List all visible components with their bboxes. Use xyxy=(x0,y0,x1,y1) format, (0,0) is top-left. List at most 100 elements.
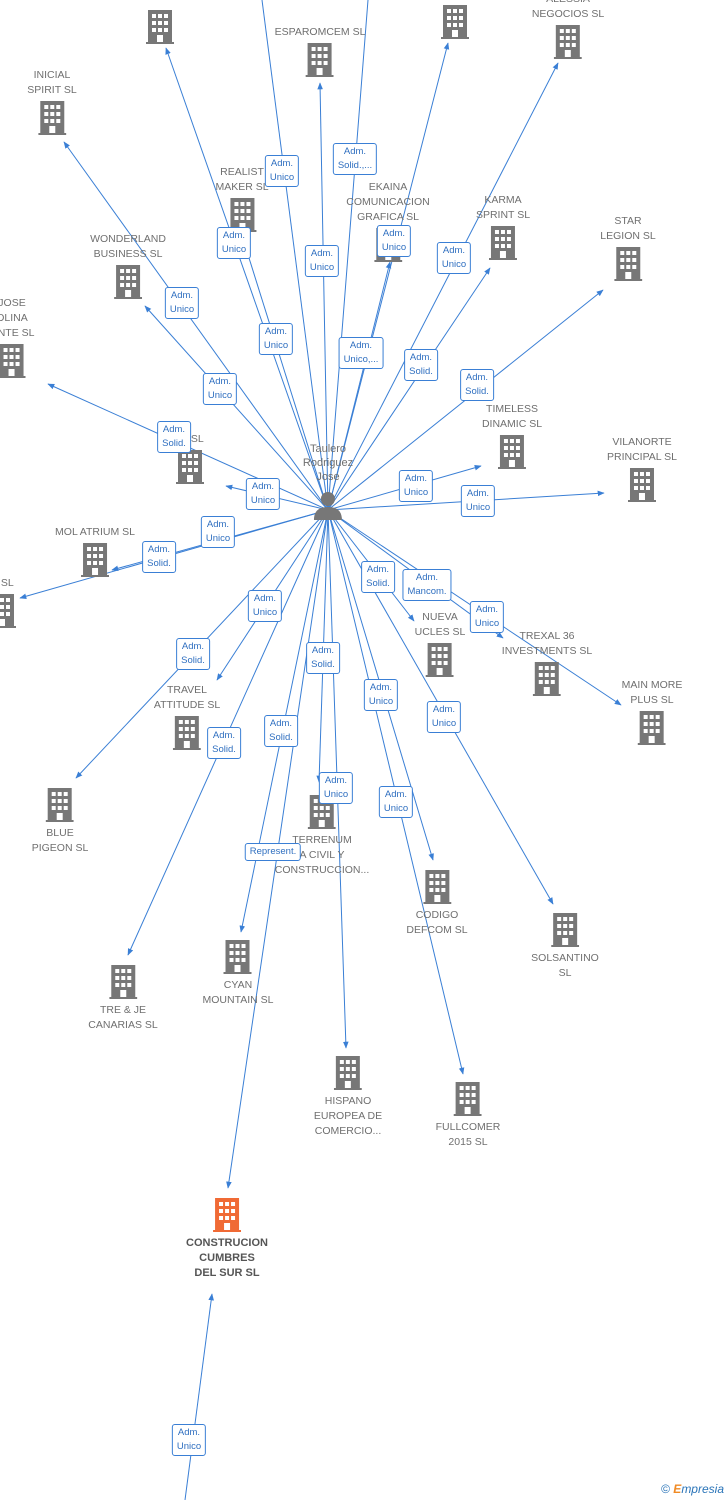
brand-initial: E xyxy=(673,1482,682,1496)
company-label: NUEVA UCLES SL xyxy=(414,611,466,638)
edge-role-label[interactable]: Adm. Solid. xyxy=(361,561,395,593)
edge-role-label[interactable]: Adm. Unico xyxy=(264,155,300,187)
edge-role-label[interactable]: Adm. Unico xyxy=(363,679,399,711)
edge-role-label[interactable]: Adm. Unico xyxy=(247,590,283,622)
edge-role-label[interactable]: Adm. Unico xyxy=(376,225,412,257)
company-node-csl[interactable]: C SL xyxy=(0,576,16,628)
company-node-realist[interactable]: REALIST MAKER SL xyxy=(215,165,269,232)
person-icon xyxy=(313,492,342,520)
empresia-watermark: © Empresia xyxy=(661,1482,724,1496)
edge-line xyxy=(327,0,369,511)
edge-role-label[interactable]: Adm. Unico xyxy=(164,287,200,319)
edge-role-label[interactable]: Adm. Solid. xyxy=(306,642,340,674)
building-icon xyxy=(176,450,204,484)
company-node-mainmore[interactable]: MAIN MORE PLUS SL xyxy=(621,678,683,745)
building-icon xyxy=(213,1198,241,1232)
edge-role-label[interactable]: Adm. Unico,... xyxy=(338,337,384,369)
company-node-cyan[interactable]: CYAN MOUNTAIN SL xyxy=(203,940,273,1008)
company-node-star[interactable]: STAR LEGION SL xyxy=(600,214,656,281)
company-node-jose[interactable]: JOSE OLINA ONTE SL xyxy=(0,296,34,378)
company-node-esparomcem[interactable]: ESPAROMCEM SL xyxy=(274,25,366,77)
company-node-timeless[interactable]: TIMELESS DINAMIC SL xyxy=(482,402,542,469)
building-icon xyxy=(533,662,561,696)
company-node-wonderland[interactable]: WONDERLAND BUSINESS SL xyxy=(90,232,166,299)
company-node-ekaina[interactable]: EKAINA COMUNICACION GRAFICA SL xyxy=(346,180,430,262)
edge-role-label[interactable]: Adm. Solid. xyxy=(404,349,438,381)
company-node-blue[interactable]: BLUE PIGEON SL xyxy=(32,788,88,856)
center-person-node[interactable]: Taulero Rodriguez Jose xyxy=(303,442,353,525)
building-icon xyxy=(109,965,137,999)
company-label: STAR LEGION SL xyxy=(600,215,656,242)
company-node-fullcomer[interactable]: FULLCOMER 2015 SL xyxy=(436,1082,500,1150)
company-label: TREXAL 36 INVESTMENTS SL xyxy=(501,630,593,657)
company-node-inicial[interactable]: INICIAL SPIRIT SL xyxy=(27,68,77,135)
edge-role-label[interactable]: Adm. Unico xyxy=(245,478,281,510)
company-node-karma[interactable]: KARMA SPRINT SL xyxy=(476,193,530,260)
company-node-construcion[interactable]: CONSTRUCION CUMBRES DEL SUR SL xyxy=(186,1198,268,1281)
edge-role-label[interactable]: Adm. Unico xyxy=(436,242,472,274)
edge-role-label[interactable]: Adm. Unico xyxy=(258,323,294,355)
company-label: EKAINA COMUNICACION GRAFICA SL xyxy=(346,181,430,223)
edge-arrow xyxy=(243,241,329,511)
building-icon xyxy=(423,870,451,904)
company-label: MAIN MORE PLUS SL xyxy=(621,679,683,706)
company-node-top-mid[interactable] xyxy=(441,5,469,43)
company-node-molatrium[interactable]: MOL ATRIUM SL xyxy=(55,525,135,577)
edge-role-label[interactable]: Adm. Solid. xyxy=(157,421,191,453)
company-label: TRAVEL ATTITUDE SL xyxy=(153,684,221,711)
edge-role-label[interactable]: Adm. Unico xyxy=(469,601,505,633)
building-icon xyxy=(306,43,334,77)
company-node-hispano[interactable]: HISPANO EUROPEA DE COMERCIO... xyxy=(314,1056,382,1139)
edge-role-label[interactable]: Adm. Unico xyxy=(460,485,496,517)
building-icon xyxy=(614,247,642,281)
edge-line xyxy=(261,0,329,511)
company-label: CODIGO DEFCOM SL xyxy=(406,909,468,936)
company-label: ESPAROMCEM SL xyxy=(274,26,366,38)
edge-role-label[interactable]: Adm. Unico xyxy=(304,245,340,277)
company-label: JOSE OLINA ONTE SL xyxy=(0,297,35,339)
company-node-trexal[interactable]: TREXAL 36 INVESTMENTS SL xyxy=(502,629,592,696)
company-label: CONSTRUCION CUMBRES DEL SUR SL xyxy=(186,1237,268,1279)
building-icon xyxy=(426,643,454,677)
company-node-alessia[interactable]: ALESSIA NEGOCIOS SL xyxy=(532,0,604,59)
company-label: ALESSIA NEGOCIOS SL xyxy=(531,0,605,20)
edge-role-label[interactable]: Adm. Unico xyxy=(378,786,414,818)
company-node-tre[interactable]: TRE & JE CANARIAS SL xyxy=(88,965,158,1033)
edge-role-label[interactable]: Adm. Unico xyxy=(171,1424,207,1456)
company-node-travel[interactable]: TRAVEL ATTITUDE SL xyxy=(154,683,220,750)
edge-role-label[interactable]: Adm. Solid. xyxy=(207,727,241,759)
company-label: REALIST MAKER SL xyxy=(215,166,269,193)
edge-role-label[interactable]: Adm. Unico xyxy=(216,227,252,259)
edge-role-label[interactable]: Adm. Solid. xyxy=(460,369,494,401)
edge-role-label[interactable]: Adm. Solid. xyxy=(142,541,176,573)
edge-role-label[interactable]: Adm. Unico xyxy=(202,373,238,405)
edge-role-label[interactable]: Adm. Mancom. xyxy=(402,569,452,601)
company-node-codigo[interactable]: CODIGO DEFCOM SL xyxy=(406,870,468,938)
building-icon xyxy=(334,1056,362,1090)
edge-role-label[interactable]: Adm. Unico xyxy=(398,470,434,502)
building-icon xyxy=(114,265,142,299)
edge-arrow xyxy=(317,82,329,511)
building-icon xyxy=(628,468,656,502)
edge-role-label[interactable]: Adm. Unico xyxy=(426,701,462,733)
edge-role-label[interactable]: Represent. xyxy=(244,843,302,861)
company-node-vilanorte[interactable]: VILANORTE PRINCIPAL SL xyxy=(607,435,677,502)
company-label: INICIAL SPIRIT SL xyxy=(27,69,77,96)
building-icon xyxy=(146,10,174,44)
company-node-solsantino[interactable]: SOLSANTINO SL xyxy=(531,913,599,981)
edge-role-label[interactable]: Adm. Solid.,... xyxy=(332,143,378,175)
company-label: C SL xyxy=(0,577,14,589)
edge-arrow xyxy=(63,141,329,511)
building-icon xyxy=(638,711,666,745)
company-node-terrenum[interactable]: TERRENUM A CIVIL Y CONSTRUCCION... xyxy=(275,795,369,878)
company-node-top-left[interactable] xyxy=(146,10,174,48)
edge-role-label[interactable]: Adm. Unico xyxy=(318,772,354,804)
building-icon xyxy=(81,543,109,577)
edge-role-label[interactable]: Adm. Solid. xyxy=(176,638,210,670)
company-node-nueva[interactable]: NUEVA UCLES SL xyxy=(414,610,466,677)
edge-role-label[interactable]: Adm. Unico xyxy=(200,516,236,548)
company-label: HISPANO EUROPEA DE COMERCIO... xyxy=(313,1095,383,1137)
building-icon xyxy=(489,226,517,260)
edge-role-label[interactable]: Adm. Solid. xyxy=(264,715,298,747)
